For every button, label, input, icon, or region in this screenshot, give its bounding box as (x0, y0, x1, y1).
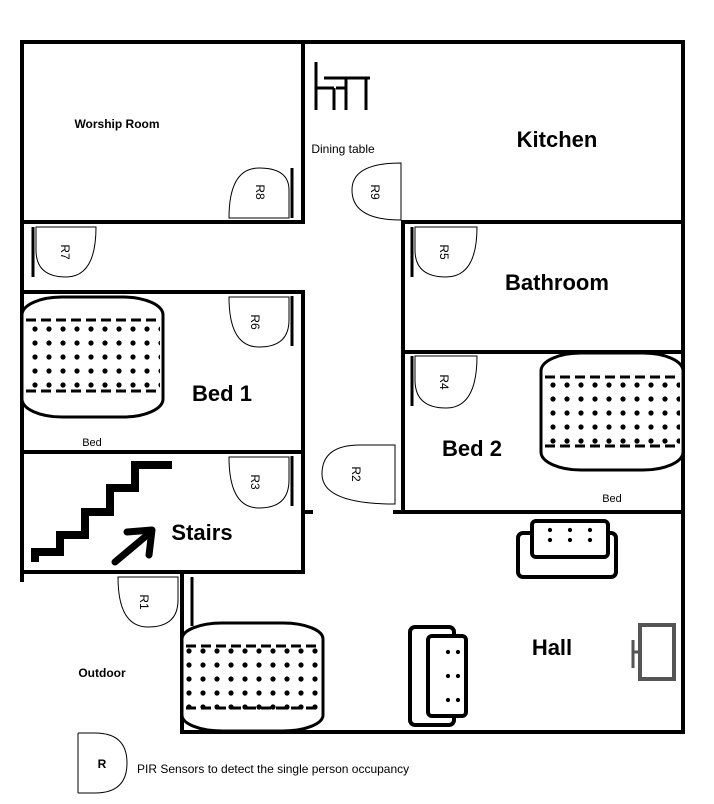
bed-2-shape (539, 351, 685, 472)
room-label-kitchen: Kitchen (517, 127, 598, 152)
room-label-stairs: Stairs (171, 520, 232, 545)
sensor-label-r2: R2 (349, 466, 363, 482)
tv-icon (631, 623, 676, 681)
sofa-icon (516, 519, 618, 579)
legend-symbol-label: R (98, 757, 107, 771)
sensor-label-r8: R8 (253, 184, 267, 200)
room-label-bathroom: Bathroom (505, 270, 609, 295)
hall-bed-shape (180, 621, 325, 733)
sofa-icon (408, 625, 468, 727)
sensor-label-r1: R1 (137, 594, 151, 610)
sensor-label-r9: R9 (368, 184, 382, 200)
dining-table-icon (314, 62, 370, 110)
bed-1-label: Bed (82, 437, 102, 449)
sensor-label-r3: R3 (248, 474, 262, 490)
dining-table-label: Dining table (311, 142, 375, 156)
legend-text: PIR Sensors to detect the single person … (137, 762, 409, 776)
sensor-label-r7: R7 (58, 244, 72, 260)
bed-1-shape (20, 295, 165, 419)
sensor-label-r6: R6 (248, 314, 262, 330)
sensor-label-r4: R4 (437, 374, 451, 390)
doors (31, 162, 478, 628)
bed-2-label: Bed (602, 493, 622, 505)
room-label-bed-2: Bed 2 (442, 436, 502, 461)
stairs-icon (31, 461, 172, 566)
room-label-worship: Worship Room (74, 117, 159, 131)
room-label-hall: Hall (532, 635, 572, 660)
legend-sensor-icon (77, 732, 128, 794)
room-label-bed-1: Bed 1 (192, 381, 252, 406)
sensor-label-r5: R5 (437, 244, 451, 260)
room-label-outdoor: Outdoor (78, 666, 126, 680)
